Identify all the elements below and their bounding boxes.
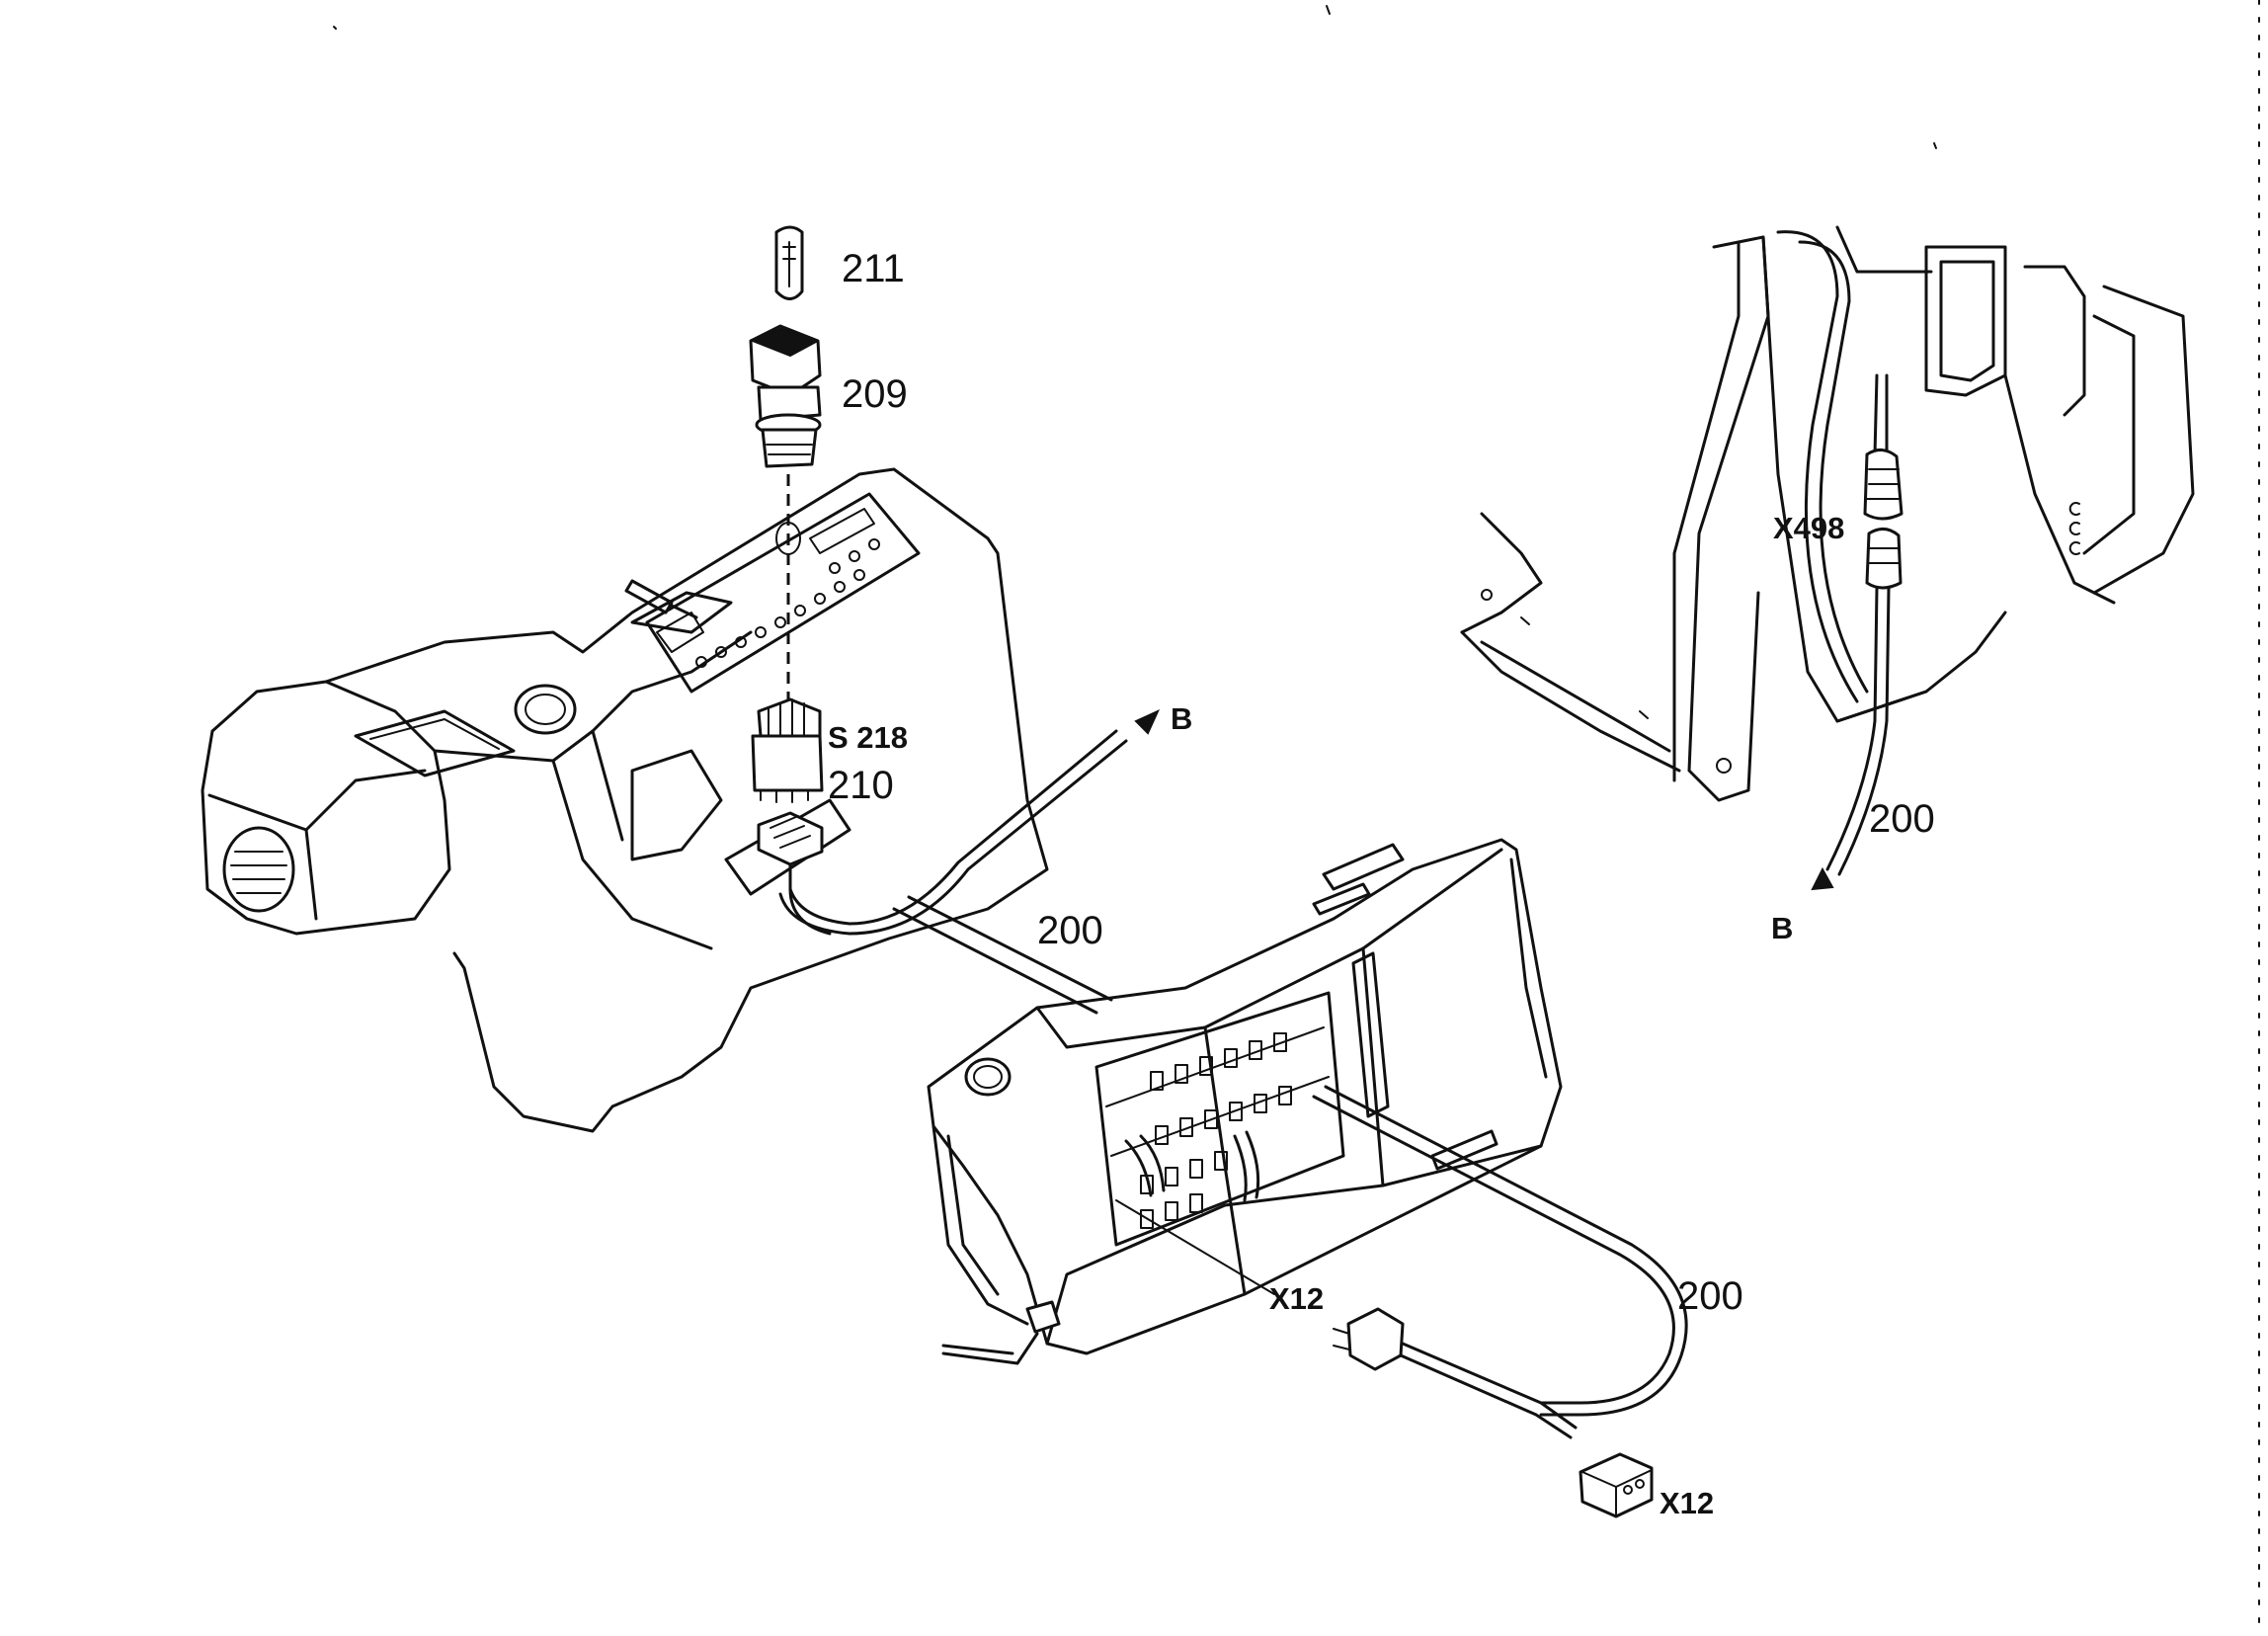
bulb-211: [774, 225, 804, 300]
label-210: 210: [828, 764, 894, 807]
harness-200-right: [1811, 373, 1904, 891]
labels: 211 209 S 218 210 B 200 X498 200 B X12 2…: [828, 247, 1935, 1520]
label-s218: S 218: [828, 720, 908, 755]
label-b-right: B: [1771, 911, 1793, 945]
left-console: [201, 467, 1049, 1133]
label-211: 211: [842, 247, 905, 290]
label-x12-plug: X12: [1660, 1486, 1714, 1520]
harness-200-left: [778, 708, 1161, 1015]
label-200-right: 200: [1869, 797, 1935, 841]
electrical-panel: [927, 838, 1563, 1365]
label-x498: X498: [1773, 511, 1844, 545]
harness-200-bottom: [1312, 1085, 1688, 1518]
label-x12-panel: X12: [1269, 1281, 1324, 1316]
cab-frame: [1460, 225, 2195, 802]
scan-specks: [333, 0, 2260, 1636]
switch-cap-209: [749, 324, 822, 468]
label-209: 209: [842, 372, 908, 416]
label-b-top: B: [1171, 701, 1192, 736]
label-200-left: 200: [1037, 909, 1103, 952]
label-200-bottom: 200: [1677, 1274, 1743, 1318]
switch-body-210: [751, 697, 832, 936]
